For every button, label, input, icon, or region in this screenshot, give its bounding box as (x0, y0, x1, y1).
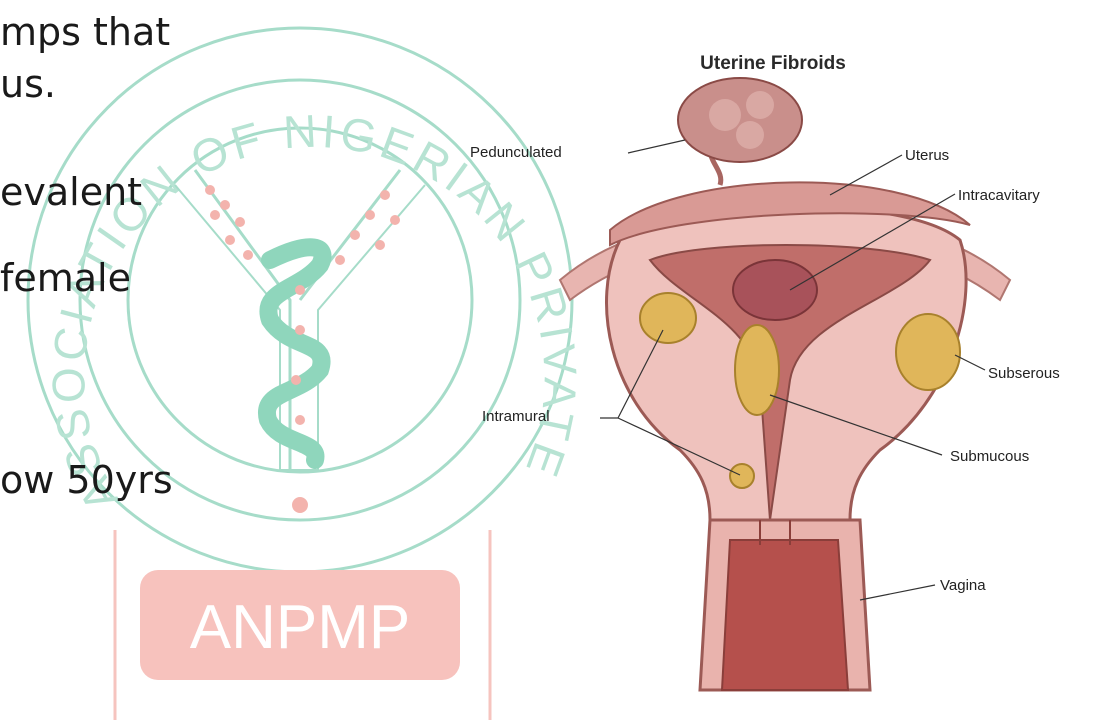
slide-text-line-4: female (0, 256, 131, 300)
watermark-badge-text: ANPMP (190, 593, 410, 662)
label-submucous: Submucous (950, 448, 1029, 465)
label-uterus: Uterus (905, 147, 949, 164)
slide-text-line-5: ow 50yrs (0, 458, 173, 502)
label-intramural: Intramural (482, 408, 550, 425)
slide-text-line-3: evalent (0, 170, 142, 214)
slide-text-line-2: us. (0, 62, 56, 106)
label-intracavitary: Intracavitary (958, 187, 1040, 204)
label-subserous: Subserous (988, 365, 1060, 382)
diagram-title: Uterine Fibroids (700, 53, 846, 74)
label-vagina: Vagina (940, 577, 986, 594)
uterine-fibroids-diagram: Uterine Fibroids (440, 0, 1112, 720)
label-pedunculated: Pedunculated (470, 144, 562, 161)
slide-text-line-1: mps that (0, 10, 170, 54)
